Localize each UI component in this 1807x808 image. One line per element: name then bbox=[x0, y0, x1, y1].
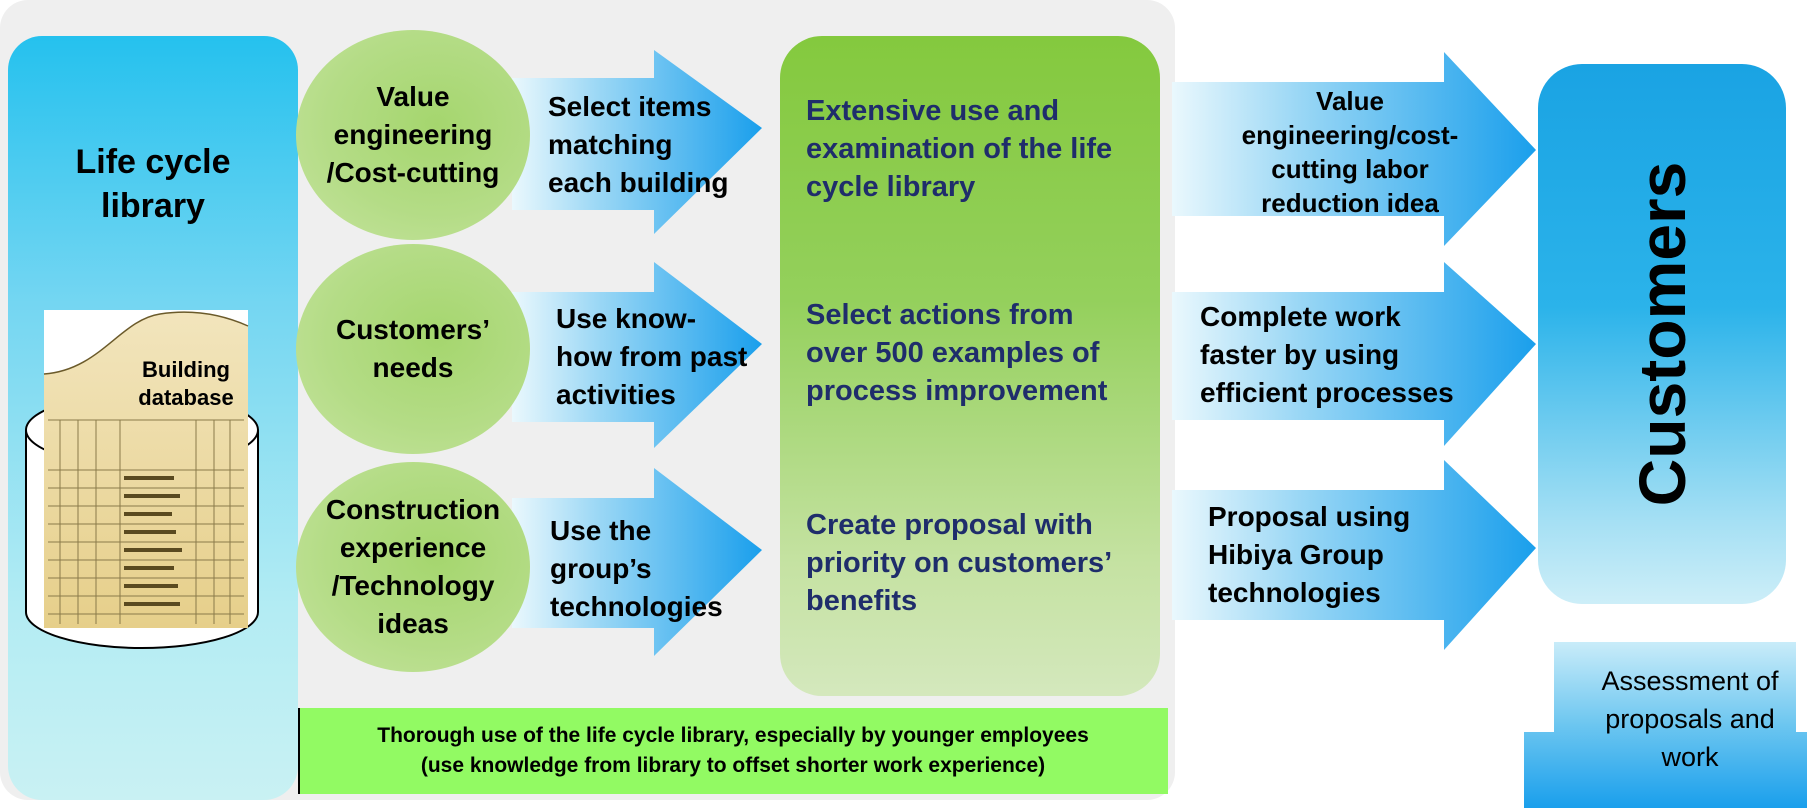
action-text-line: each building bbox=[548, 167, 729, 198]
arrow-right-icon bbox=[512, 468, 762, 656]
assessment-text-line: Assessment of bbox=[1601, 666, 1779, 696]
oval-text-line: experience bbox=[339, 532, 487, 563]
action-use-know-how: Use know- how from past activities bbox=[556, 300, 747, 414]
center-text-line: Select actions from bbox=[806, 299, 1074, 331]
output-text-line: Hibiya Group bbox=[1208, 539, 1384, 570]
arrow-right-icon bbox=[512, 50, 762, 234]
arrow-right-icon bbox=[1172, 460, 1536, 650]
action-text-line: Use the bbox=[550, 515, 652, 546]
output-text-line: engineering/cost- bbox=[1241, 120, 1459, 150]
library-title: Life cycle library bbox=[8, 140, 298, 228]
output-text-line: efficient processes bbox=[1200, 377, 1454, 408]
input-oval-value-engineering: Value engineering /Cost-cutting bbox=[296, 30, 530, 240]
arrow-down-icon bbox=[1524, 642, 1807, 808]
center-text-line: cycle library bbox=[806, 171, 976, 203]
action-text-line: activities bbox=[556, 379, 676, 410]
oval-text-line: /Cost-cutting bbox=[326, 157, 500, 188]
oval-text-line: engineering bbox=[333, 119, 493, 150]
customers-box bbox=[1538, 64, 1786, 604]
output-text-line: cutting labor bbox=[1271, 154, 1429, 184]
oval-text-line: ideas bbox=[377, 608, 449, 639]
output-value-engineering: Value engineering/cost- cutting labor re… bbox=[1180, 84, 1520, 220]
bottom-note-line: (use knowledge from library to offset sh… bbox=[420, 754, 1046, 777]
center-text-line: Extensive use and bbox=[806, 95, 1060, 127]
input-oval-construction-experience: Construction experience /Technology idea… bbox=[296, 462, 530, 672]
action-text-line: Use know- bbox=[556, 303, 697, 334]
bottom-note-line: Thorough use of the life cycle library, … bbox=[377, 724, 1089, 747]
input-oval-customers-needs: Customers’ needs bbox=[296, 244, 530, 454]
document-sheet-icon bbox=[43, 310, 249, 628]
center-select-actions: Select actions from over 500 examples of… bbox=[806, 296, 1107, 410]
center-text-line: Create proposal with bbox=[806, 509, 1093, 541]
output-text-line: Proposal using bbox=[1208, 501, 1411, 532]
center-text-line: priority on customers’ bbox=[806, 547, 1113, 579]
oval-text-line: needs bbox=[372, 352, 454, 383]
assessment-text-line: proposals and bbox=[1605, 704, 1775, 734]
oval-text-line: /Technology bbox=[331, 570, 495, 601]
action-text-line: technologies bbox=[550, 591, 723, 622]
center-create-proposal: Create proposal with priority on custome… bbox=[806, 506, 1112, 620]
oval-text-line: Customers’ bbox=[335, 314, 491, 345]
center-process-box bbox=[780, 36, 1160, 696]
output-text-line: Value bbox=[1316, 86, 1384, 116]
output-text-line: Complete work bbox=[1200, 301, 1401, 332]
building-database-label: Building database bbox=[126, 356, 246, 412]
action-text-line: Select items bbox=[548, 91, 712, 122]
divider-line bbox=[298, 708, 300, 794]
output-text-line: reduction idea bbox=[1261, 188, 1439, 218]
oval-text-line: Construction bbox=[325, 494, 501, 525]
action-text-line: group’s bbox=[550, 553, 652, 584]
output-text-line: faster by using bbox=[1200, 339, 1400, 370]
action-use-group-technologies: Use the group’s technologies bbox=[550, 512, 723, 626]
center-extensive-use: Extensive use and examination of the lif… bbox=[806, 92, 1112, 206]
arrow-right-icon bbox=[1172, 262, 1536, 446]
action-text-line: matching bbox=[548, 129, 673, 160]
database-label-line: database bbox=[138, 385, 234, 410]
library-title-line: Life cycle bbox=[75, 143, 231, 181]
center-text-line: process improvement bbox=[806, 375, 1108, 407]
output-proposal-hibiya: Proposal using Hibiya Group technologies bbox=[1208, 498, 1410, 612]
action-select-items: Select items matching each building bbox=[548, 88, 728, 202]
output-text-line: technologies bbox=[1208, 577, 1381, 608]
action-text-line: how from past bbox=[556, 341, 748, 372]
center-text-line: benefits bbox=[806, 585, 918, 617]
customers-label: Customers bbox=[1625, 161, 1699, 507]
center-text-line: over 500 examples of bbox=[806, 337, 1100, 369]
assessment-text-line: work bbox=[1661, 742, 1719, 772]
library-title-line: library bbox=[101, 187, 205, 225]
arrow-right-icon bbox=[512, 262, 762, 448]
output-complete-work: Complete work faster by using efficient … bbox=[1200, 298, 1454, 412]
arrow-right-icon bbox=[1172, 52, 1536, 246]
bottom-note-bar: Thorough use of the life cycle library, … bbox=[298, 708, 1168, 794]
assessment-text: Assessment of proposals and work bbox=[1540, 662, 1807, 776]
center-text-line: examination of the life bbox=[806, 133, 1113, 165]
oval-text-line: Value bbox=[376, 81, 450, 112]
database-label-line: Building bbox=[142, 357, 230, 382]
